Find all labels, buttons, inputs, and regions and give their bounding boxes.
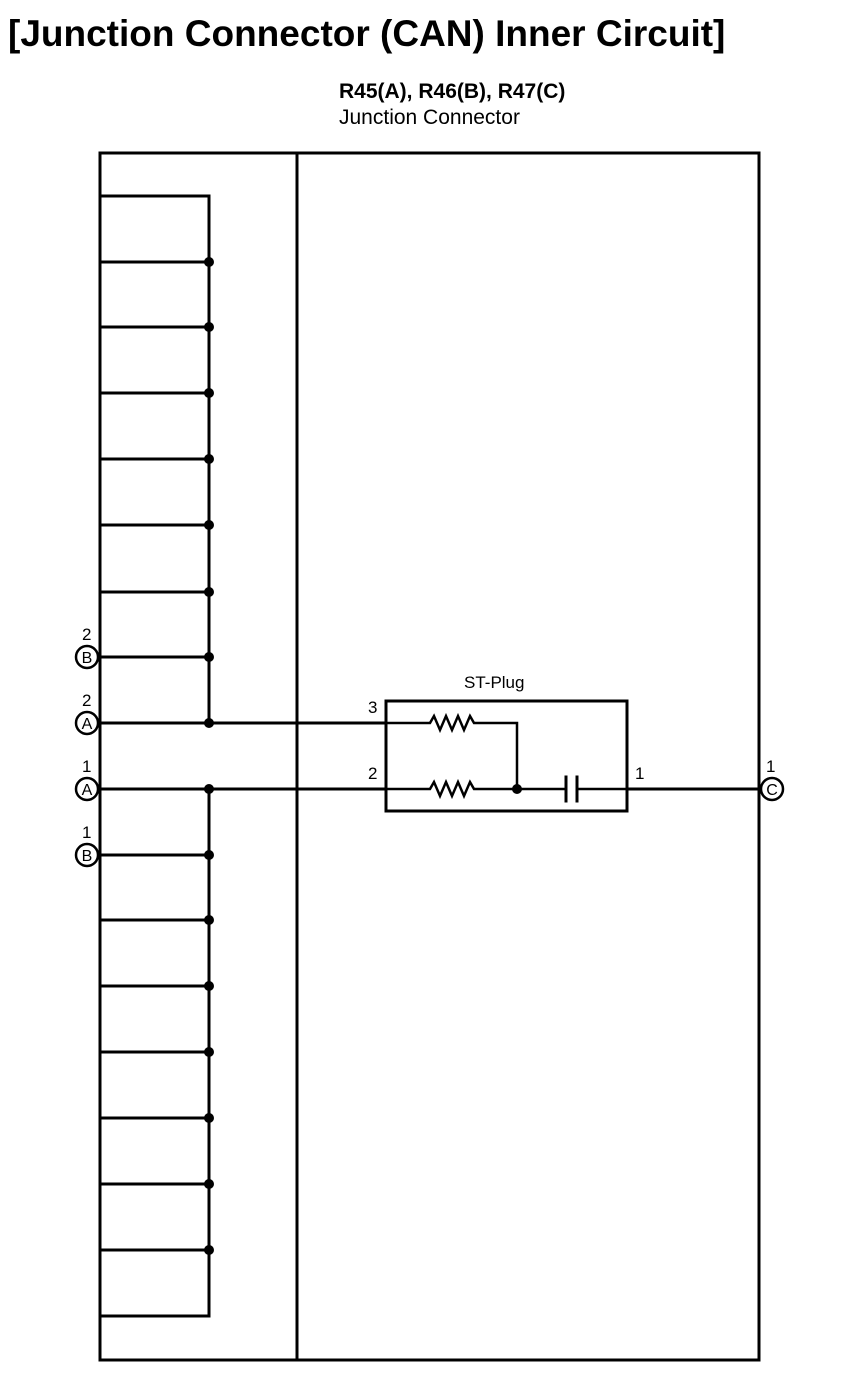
terminal-a2-letter: A [82,716,93,733]
terminal-b2: 2 B [74,625,100,670]
resistor-top [386,712,519,789]
st-plug-label: ST-Plug [464,673,524,692]
lower-bus [98,784,214,1318]
page-title: [Junction Connector (CAN) Inner Circuit] [8,13,725,54]
st-plug-pin-3: 3 [368,698,377,717]
upper-bus [98,194,214,728]
terminal-b1: 1 B [74,823,100,868]
capacitor [517,775,627,803]
st-plug-pin-1: 1 [635,764,644,783]
terminal-a1-letter: A [82,782,93,799]
terminal-c1-pin: 1 [766,757,775,776]
terminal-b2-pin: 2 [82,625,91,644]
connector-subtitle: Junction Connector [339,106,520,129]
terminal-b2-letter: B [82,650,93,667]
st-plug-pin-2: 2 [368,764,377,783]
resistor-bottom [386,778,517,800]
terminal-a2-pin: 2 [82,691,91,710]
terminal-a2: 2 A [74,691,100,736]
connector-title: R45(A), R46(B), R47(C) [339,80,565,103]
connector-outer-box [98,151,761,1362]
terminal-b1-pin: 1 [82,823,91,842]
terminal-b1-letter: B [82,848,93,865]
st-plug: ST-Plug 3 2 1 [368,673,644,813]
terminal-c1-letter: C [766,782,778,799]
terminal-a1: 1 A [74,757,100,802]
terminal-c1: 1 C [759,757,785,802]
terminal-a1-pin: 1 [82,757,91,776]
